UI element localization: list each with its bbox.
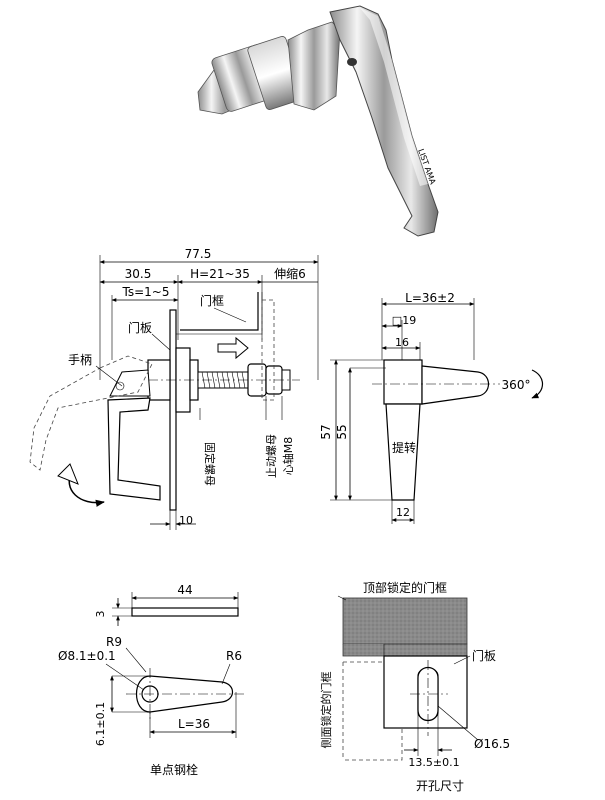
dim-r9: R9 (106, 635, 122, 649)
dim-l: L=36±2 (405, 291, 455, 305)
label-frame: 门框 (200, 293, 224, 308)
dim-12: 12 (396, 506, 410, 519)
dim-10: 10 (179, 514, 193, 527)
dim-3: 3 (94, 611, 107, 618)
dim-stretch: 伸缩6 (274, 266, 306, 281)
dim-30-5: 30.5 (125, 267, 152, 281)
dim-44: 44 (177, 583, 192, 597)
label-handle: 手柄 (68, 353, 92, 367)
cutout-caption: 开孔尺寸 (416, 779, 464, 793)
dim-overall: 77.5 (185, 247, 212, 261)
label-stop-nut: 止动螺母 (265, 434, 278, 478)
bolt-caption: 单点钢栓 (150, 762, 198, 777)
label-door-panel: 门板 (472, 648, 496, 663)
label-fixed-nut: 固定螺母 (203, 442, 217, 486)
dim-ts: Ts=1~5 (122, 285, 170, 299)
label-side-frame: 侧面锁定的门框 (319, 672, 333, 749)
side-view-drawing (29, 255, 319, 530)
label-panel: 门板 (128, 320, 152, 335)
dim-h: H=21~35 (190, 267, 250, 281)
label-lift: 提转 (392, 440, 416, 455)
dim-6-1: 6.1±0.1 (94, 702, 107, 746)
dim-r6: R6 (226, 649, 242, 663)
dim-16: 16 (395, 336, 409, 349)
dim-55: 55 (335, 424, 349, 439)
product-photo: LIST AMA (197, 5, 439, 237)
front-view-drawing (330, 298, 544, 524)
label-shaft: 心轴M8 (281, 437, 295, 476)
dim-hole: Ø8.1±0.1 (58, 649, 116, 663)
dim-sq19: □19 (392, 314, 416, 327)
label-360: 360° (502, 378, 531, 392)
dim-l36: L=36 (178, 717, 210, 731)
cutout-drawing (337, 595, 479, 761)
dim-57: 57 (319, 424, 333, 439)
label-top-frame: 顶部锁定的门框 (363, 580, 447, 595)
bolt-drawing (105, 592, 244, 738)
dim-16-5: Ø16.5 (474, 737, 510, 751)
dim-13-5: 13.5±0.1 (408, 756, 459, 769)
